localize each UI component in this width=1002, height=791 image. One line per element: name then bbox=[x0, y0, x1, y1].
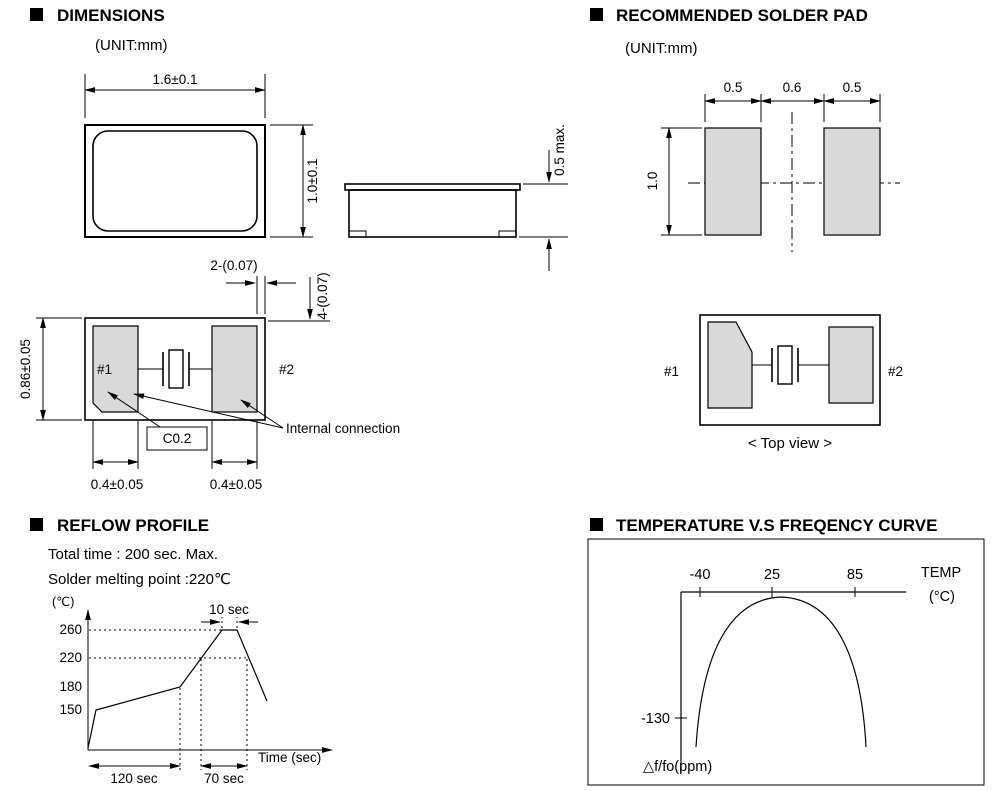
y-tick-220: 220 bbox=[59, 650, 82, 665]
callout-box bbox=[146, 426, 208, 451]
package-bottom-view: #1 #2 bbox=[84, 317, 294, 421]
crystal-element bbox=[777, 345, 793, 385]
internal-connection-callout: Internal connection bbox=[133, 393, 400, 436]
section-bullet bbox=[30, 8, 43, 21]
package-lid-outline bbox=[92, 130, 258, 232]
x-tick-label-minus40: -40 bbox=[690, 567, 711, 583]
y-tick-150: 150 bbox=[59, 702, 82, 717]
x-tick-label-85: 85 bbox=[847, 567, 863, 583]
x-tick-label-25: 25 bbox=[764, 567, 780, 583]
x-axis-label: TEMP bbox=[921, 565, 961, 581]
internal-connection-label: Internal connection bbox=[286, 421, 400, 436]
gap-label: 0.6 bbox=[783, 80, 802, 95]
pad2-width-label: 0.4±0.05 bbox=[210, 477, 262, 492]
pad2-width-dimension: 0.4±0.05 bbox=[210, 421, 262, 492]
leader-arrow bbox=[133, 393, 284, 429]
lid-side bbox=[344, 183, 521, 191]
pad2-shape bbox=[828, 326, 874, 404]
left-pad bbox=[704, 127, 762, 236]
section-title: REFLOW PROFILE bbox=[57, 516, 209, 535]
y-tick-label-minus130: -130 bbox=[641, 711, 670, 727]
pad1-width-dimension: 0.4±0.05 bbox=[91, 421, 143, 492]
package-side-view bbox=[344, 183, 521, 238]
frequency-curve bbox=[695, 596, 867, 748]
package-top-view bbox=[84, 124, 266, 238]
left-width-label: 0.5 bbox=[724, 80, 743, 95]
pad-side-gap-dimension: 2-(0.07) bbox=[210, 258, 296, 314]
section-bullet bbox=[30, 518, 43, 531]
body-side bbox=[348, 189, 517, 238]
terminal-step bbox=[349, 230, 367, 237]
reflow-chart: (℃) 260 220 180 150 10 sec 120 sec 70 se… bbox=[52, 595, 333, 786]
section-title: RECOMMENDED SOLDER PAD bbox=[616, 6, 868, 25]
x-axis-unit: (°C) bbox=[929, 589, 955, 605]
right-width-label: 0.5 bbox=[843, 80, 862, 95]
chart-frame bbox=[587, 538, 985, 786]
chamfer-callout: C0.2 bbox=[107, 391, 208, 451]
pad1-shape bbox=[92, 325, 139, 413]
corner-gap-label: 4-(0.07) bbox=[315, 272, 330, 319]
package-outline bbox=[699, 314, 881, 426]
side-gap-label: 2-(0.07) bbox=[210, 258, 257, 273]
melting-point-note: Solder melting point :220℃ bbox=[48, 571, 231, 588]
chamfer-label: C0.2 bbox=[163, 431, 192, 446]
leader-arrow bbox=[107, 391, 161, 428]
y-axis-unit: (℃) bbox=[52, 595, 74, 609]
height-dimension: 1.0±0.1 bbox=[270, 124, 320, 238]
height-label: 1.0±0.1 bbox=[305, 159, 320, 204]
y-tick-260: 260 bbox=[59, 622, 82, 637]
package-outline bbox=[84, 317, 266, 421]
right-pad bbox=[823, 127, 881, 236]
terminal-step bbox=[498, 230, 516, 237]
dimensions-section: DIMENSIONS (UNIT:mm) 1.6±0.1 1.0±0.1 bbox=[18, 6, 568, 492]
section-title: DIMENSIONS bbox=[57, 6, 165, 25]
pad1-shape bbox=[707, 321, 753, 409]
preheat-time-label: 120 sec bbox=[110, 771, 158, 786]
pad1-label: #1 bbox=[97, 362, 112, 377]
pad2-label: #2 bbox=[888, 364, 903, 379]
section-bullet bbox=[590, 8, 603, 21]
unit-label: (UNIT:mm) bbox=[625, 40, 697, 57]
pad-height-label: 1.0 bbox=[645, 172, 660, 191]
y-tick-180: 180 bbox=[59, 679, 82, 694]
y-axis-label: △f/fo(ppm) bbox=[643, 759, 712, 775]
temp-frequency-chart: -40 25 85 TEMP (°C) -130 △f/fo(ppm) bbox=[641, 565, 961, 775]
pad-corner-gap-dimension: 4-(0.07) bbox=[268, 272, 330, 322]
pad-layout: 0.5 0.6 0.5 1.0 bbox=[645, 80, 900, 252]
top-view-caption: < Top view > bbox=[748, 435, 832, 452]
side-height-dimension: 0.5 max. bbox=[519, 124, 568, 271]
temp-curve-section: TEMPERATURE V.S FREQENCY CURVE -40 25 85… bbox=[587, 516, 985, 786]
inner-height-dimension: 0.86±0.05 bbox=[18, 317, 82, 421]
crystal-symbol bbox=[752, 345, 829, 385]
pad1-width-label: 0.4±0.05 bbox=[91, 477, 143, 492]
ramp-time-label: 70 sec bbox=[204, 771, 244, 786]
solder-pad-section: RECOMMENDED SOLDER PAD (UNIT:mm) 0.5 0.6… bbox=[590, 6, 903, 452]
crystal-element bbox=[168, 349, 184, 389]
section-bullet bbox=[590, 518, 603, 531]
reflow-section: REFLOW PROFILE Total time : 200 sec. Max… bbox=[30, 516, 333, 786]
width-dimension: 1.6±0.1 bbox=[84, 72, 266, 118]
x-axis-label: Time (sec) bbox=[258, 750, 321, 765]
peak-time-label: 10 sec bbox=[209, 602, 249, 617]
unit-label: (UNIT:mm) bbox=[95, 37, 167, 54]
package-outline bbox=[84, 124, 266, 238]
pad2-shape bbox=[211, 325, 258, 413]
leader-arrow bbox=[240, 399, 284, 429]
pad2-label: #2 bbox=[279, 362, 294, 377]
side-height-label: 0.5 max. bbox=[552, 124, 567, 176]
reflow-curve bbox=[87, 629, 268, 749]
crystal-symbol bbox=[138, 349, 212, 389]
pad1-label: #1 bbox=[664, 364, 679, 379]
section-title: TEMPERATURE V.S FREQENCY CURVE bbox=[616, 516, 938, 535]
solder-top-view: #1 #2 < Top view > bbox=[664, 314, 903, 452]
inner-height-label: 0.86±0.05 bbox=[18, 339, 33, 399]
width-label: 1.6±0.1 bbox=[153, 72, 198, 87]
total-time-note: Total time : 200 sec. Max. bbox=[48, 546, 218, 563]
